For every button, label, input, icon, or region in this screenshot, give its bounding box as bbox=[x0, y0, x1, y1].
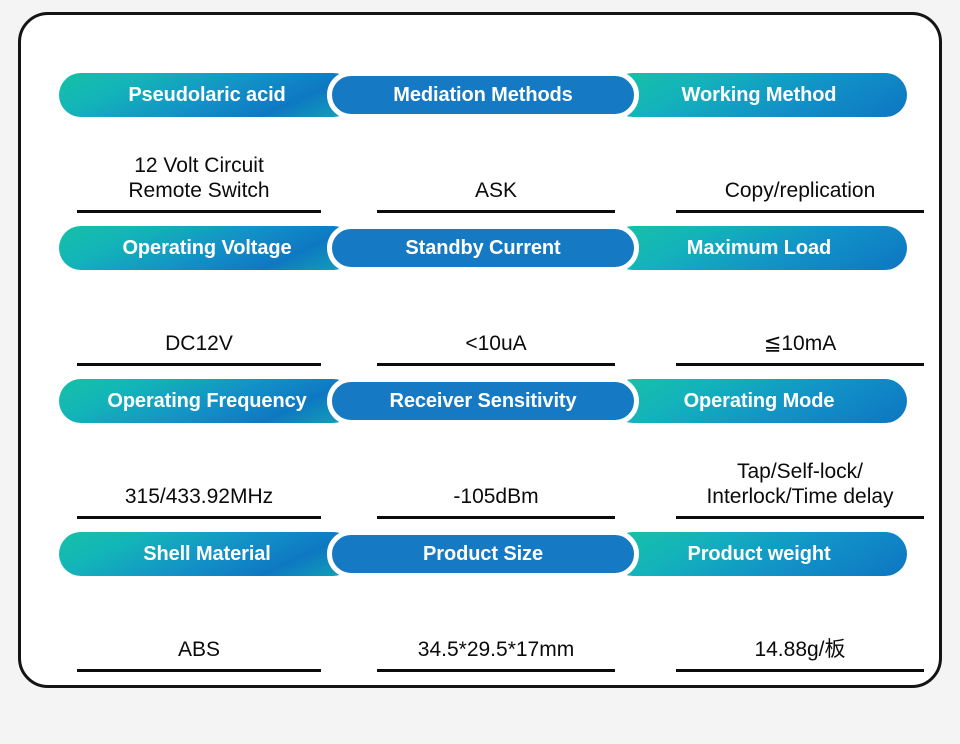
specification-table: Pseudolaric acid Working Method Mediatio… bbox=[21, 15, 939, 685]
spec-row: Operating Frequency Operating Mode Recei… bbox=[59, 377, 924, 519]
spec-value-text: Tap/Self-lock/ Interlock/Time delay bbox=[706, 460, 894, 509]
spec-value-text: ABS bbox=[177, 638, 221, 662]
spec-row: Operating Voltage Maximum Load Standby C… bbox=[59, 224, 924, 366]
spec-value-text: 34.5*29.5*17mm bbox=[417, 638, 575, 662]
spec-header-pill-left: Shell Material bbox=[59, 532, 355, 576]
spec-value-text: ASK bbox=[474, 179, 518, 203]
spec-value-underline bbox=[77, 669, 321, 672]
spec-value-cell: 14.88g/板 bbox=[676, 580, 924, 672]
spec-value-underline bbox=[676, 210, 924, 213]
spec-value-underline bbox=[77, 516, 321, 519]
spec-value-underline bbox=[377, 669, 615, 672]
spec-value-text: 315/433.92MHz bbox=[124, 485, 274, 509]
spec-row-values: 12 Volt Circuit Remote Switch ASK Copy/r… bbox=[59, 121, 924, 213]
spec-header-pill-middle: Mediation Methods bbox=[327, 71, 639, 119]
spec-header-label: Operating Voltage bbox=[122, 237, 292, 259]
spec-row-header-bar: Shell Material Product weight Product Si… bbox=[59, 530, 907, 580]
spec-header-label: Mediation Methods bbox=[393, 84, 573, 106]
spec-header-label: Operating Mode bbox=[683, 390, 835, 412]
spec-header-label: Product Size bbox=[423, 543, 543, 565]
spec-row: Shell Material Product weight Product Si… bbox=[59, 530, 924, 672]
spec-row-values: 315/433.92MHz -105dBm Tap/Self-lock/ Int… bbox=[59, 427, 924, 519]
spec-value-underline bbox=[676, 516, 924, 519]
spec-value-cell: ≦10mA bbox=[676, 274, 924, 366]
spec-header-pill-middle: Standby Current bbox=[327, 224, 639, 272]
spec-value-cell: ABS bbox=[77, 580, 321, 672]
spec-value-underline bbox=[676, 669, 924, 672]
spec-row-header-bar: Pseudolaric acid Working Method Mediatio… bbox=[59, 71, 907, 121]
spec-value-underline bbox=[676, 363, 924, 366]
spec-value-cell: <10uA bbox=[377, 274, 615, 366]
spec-value-cell: 315/433.92MHz bbox=[77, 427, 321, 519]
spec-header-pill-right: Working Method bbox=[611, 73, 907, 117]
spec-row-header-bar: Operating Frequency Operating Mode Recei… bbox=[59, 377, 907, 427]
spec-header-pill-right: Operating Mode bbox=[611, 379, 907, 423]
spec-header-pill-middle: Product Size bbox=[327, 530, 639, 578]
spec-row-header-bar: Operating Voltage Maximum Load Standby C… bbox=[59, 224, 907, 274]
spec-header-label: Receiver Sensitivity bbox=[389, 390, 577, 412]
spec-header-label: Shell Material bbox=[143, 543, 271, 565]
spec-value-underline bbox=[377, 363, 615, 366]
spec-header-pill-right: Maximum Load bbox=[611, 226, 907, 270]
spec-value-text: ≦10mA bbox=[763, 332, 837, 356]
spec-header-pill-right: Product weight bbox=[611, 532, 907, 576]
spec-value-underline bbox=[77, 210, 321, 213]
spec-row: Pseudolaric acid Working Method Mediatio… bbox=[59, 71, 924, 213]
spec-value-text: 12 Volt Circuit Remote Switch bbox=[128, 154, 270, 203]
spec-header-label: Product weight bbox=[687, 543, 831, 565]
spec-header-label: Working Method bbox=[681, 84, 837, 106]
spec-header-pill-middle: Receiver Sensitivity bbox=[327, 377, 639, 425]
spec-value-text: DC12V bbox=[165, 332, 233, 356]
spec-row-values: DC12V <10uA ≦10mA bbox=[59, 274, 924, 366]
spec-value-cell: Tap/Self-lock/ Interlock/Time delay bbox=[676, 427, 924, 519]
spec-header-label: Standby Current bbox=[405, 237, 561, 259]
spec-value-cell: 34.5*29.5*17mm bbox=[377, 580, 615, 672]
spec-header-pill-left: Pseudolaric acid bbox=[59, 73, 355, 117]
spec-header-pill-left: Operating Voltage bbox=[59, 226, 355, 270]
spec-value-underline bbox=[77, 363, 321, 366]
spec-value-text: 14.88g/板 bbox=[754, 638, 846, 662]
spec-value-underline bbox=[377, 210, 615, 213]
spec-value-text: Copy/replication bbox=[724, 179, 876, 203]
spec-value-underline bbox=[377, 516, 615, 519]
spec-value-cell: -105dBm bbox=[377, 427, 615, 519]
spec-header-pill-left: Operating Frequency bbox=[59, 379, 355, 423]
spec-header-label: Operating Frequency bbox=[107, 390, 307, 412]
spec-value-text: <10uA bbox=[465, 332, 527, 356]
spec-value-cell: Copy/replication bbox=[676, 121, 924, 213]
spec-value-text: -105dBm bbox=[453, 485, 539, 509]
specification-card: Pseudolaric acid Working Method Mediatio… bbox=[18, 12, 942, 688]
spec-header-label: Pseudolaric acid bbox=[128, 84, 286, 106]
spec-header-label: Maximum Load bbox=[686, 237, 832, 259]
spec-row-values: ABS 34.5*29.5*17mm 14.88g/板 bbox=[59, 580, 924, 672]
spec-value-cell: ASK bbox=[377, 121, 615, 213]
spec-value-cell: DC12V bbox=[77, 274, 321, 366]
spec-value-cell: 12 Volt Circuit Remote Switch bbox=[77, 121, 321, 213]
